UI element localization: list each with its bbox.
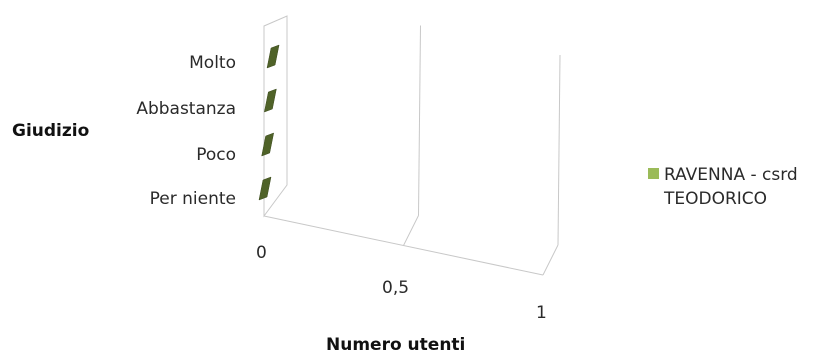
bar	[264, 88, 277, 113]
x-axis-title: Numero utenti	[326, 335, 465, 354]
depth-tick-2	[542, 244, 559, 276]
category-label: Poco	[196, 145, 236, 165]
x-tick-label: 0,5	[382, 278, 409, 298]
bar-face	[264, 88, 277, 113]
bar-face	[266, 44, 280, 69]
bar-face	[261, 132, 275, 157]
legend-label: RAVENNA - csrd TEODORICO	[664, 165, 798, 209]
y-axis-title: Giudizio	[12, 121, 89, 141]
bar	[261, 132, 275, 157]
x-tick-label: 1	[536, 303, 547, 323]
bar	[266, 44, 280, 69]
category-label: Molto	[189, 53, 236, 73]
x-tick-label: 0	[256, 243, 267, 263]
bar-face	[258, 176, 272, 201]
bar	[258, 176, 272, 201]
chart-bars	[258, 44, 280, 201]
category-label: Abbastanza	[136, 99, 236, 119]
gridline-2	[557, 54, 561, 246]
x-tick-labels: 00,51	[256, 243, 547, 323]
category-wall	[263, 15, 288, 218]
gridline-1	[418, 25, 421, 216]
depth-tick-1	[403, 215, 419, 246]
chart-walls	[263, 15, 561, 276]
chart-legend: RAVENNA - csrd TEODORICO	[648, 163, 814, 211]
category-label: Per niente	[150, 189, 236, 209]
legend-swatch	[648, 168, 659, 179]
